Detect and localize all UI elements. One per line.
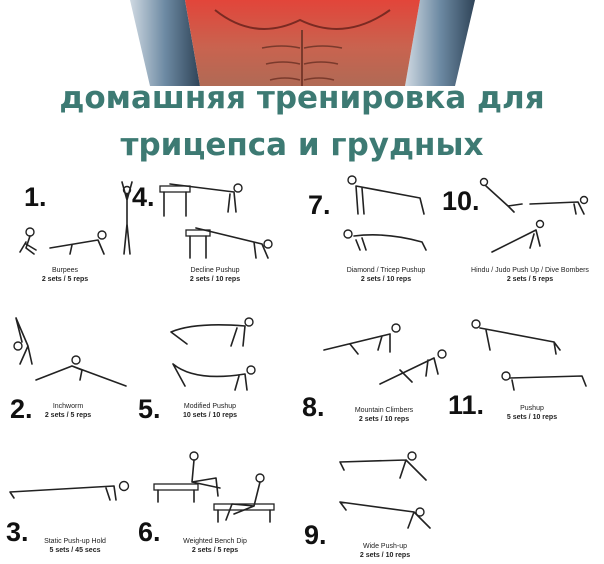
exercise-sets: 5 sets / 10 reps bbox=[506, 414, 558, 421]
mountain-climbers-figure-icon bbox=[323, 323, 447, 385]
exercise-sets: 2 sets / 5 reps bbox=[506, 276, 554, 283]
exercise-number: 7. bbox=[308, 190, 331, 220]
exercise-sets: 2 sets / 10 reps bbox=[358, 416, 410, 423]
exercise-caption: Mountain Climbers 2 sets / 10 reps bbox=[344, 406, 424, 424]
exercise-caption: Burpees 2 sets / 5 reps bbox=[20, 266, 110, 284]
exercise-name: Pushup bbox=[520, 405, 544, 412]
wide-pushup-figure-icon bbox=[339, 451, 431, 529]
weighted-bench-dip-figure-icon bbox=[153, 451, 275, 523]
exercise-number: 5. bbox=[138, 394, 161, 424]
hindu-pushup-figure-icon bbox=[479, 177, 589, 253]
exercise-name: Mountain Climbers bbox=[354, 407, 414, 414]
exercise-name: Burpees bbox=[51, 267, 79, 274]
exercise-name: Hindu / Judo Push Up / Dive Bombers bbox=[471, 267, 589, 274]
exercise-name: Static Push-up Hold bbox=[44, 538, 106, 545]
exercise-number: 11. bbox=[448, 390, 485, 420]
exercise-number: 8. bbox=[302, 392, 325, 422]
exercise-number: 2. bbox=[10, 394, 33, 424]
modified-pushup-figure-icon bbox=[170, 317, 256, 391]
static-pushup-hold-figure-icon bbox=[9, 480, 130, 501]
hero-torso-image bbox=[0, 0, 604, 86]
exercise-name: Diamond / Tricep Pushup bbox=[346, 267, 426, 274]
exercise-caption: Decline Pushup 2 sets / 10 reps bbox=[170, 266, 260, 284]
exercise-sets: 10 sets / 10 reps bbox=[182, 412, 238, 419]
exercise-caption: Modified Pushup 10 sets / 10 reps bbox=[172, 402, 248, 420]
exercise-number: 4. bbox=[132, 182, 155, 212]
exercise-sets: 2 sets / 5 reps bbox=[41, 276, 89, 283]
decline-pushup-figure-icon bbox=[159, 183, 273, 259]
exercise-name: Inchworm bbox=[52, 403, 84, 410]
exercise-sets: 2 sets / 10 reps bbox=[359, 552, 411, 559]
exercise-name: Weighted Bench Dip bbox=[183, 538, 247, 545]
exercise-caption: Weighted Bench Dip 2 sets / 5 reps bbox=[170, 537, 260, 555]
diamond-pushup-figure-icon bbox=[343, 175, 427, 251]
pushup-figure-icon bbox=[471, 319, 587, 391]
exercise-number: 1. bbox=[24, 182, 47, 212]
exercise-name: Modified Pushup bbox=[183, 403, 237, 410]
exercise-caption: Hindu / Judo Push Up / Dive Bombers 2 se… bbox=[470, 266, 590, 284]
inchworm-figure-icon bbox=[13, 317, 127, 387]
page-title-line-2: трицепса и грудных bbox=[120, 127, 484, 163]
exercise-number: 3. bbox=[6, 517, 29, 547]
exercise-sets: 2 sets / 5 reps bbox=[44, 412, 92, 419]
exercise-name: Wide Push-up bbox=[363, 543, 407, 550]
exercise-sets: 2 sets / 10 reps bbox=[189, 276, 241, 283]
exercise-caption: Wide Push-up 2 sets / 10 reps bbox=[345, 542, 425, 560]
burpees-figure-icon bbox=[19, 181, 133, 255]
exercise-number: 10. bbox=[442, 186, 480, 216]
exercise-sets: 5 sets / 45 secs bbox=[49, 547, 101, 554]
exercise-number: 6. bbox=[138, 517, 161, 547]
exercise-sets: 2 sets / 5 reps bbox=[191, 547, 239, 554]
exercise-number: 9. bbox=[304, 520, 327, 550]
exercise-caption: Inchworm 2 sets / 5 reps bbox=[38, 402, 98, 420]
exercise-caption: Pushup 5 sets / 10 reps bbox=[492, 404, 572, 422]
page-title-line-1: домашняя тренировка для bbox=[59, 80, 545, 116]
exercise-caption: Static Push-up Hold 5 sets / 45 secs bbox=[30, 537, 120, 555]
exercise-caption: Diamond / Tricep Pushup 2 sets / 10 reps bbox=[326, 266, 446, 284]
exercise-name: Decline Pushup bbox=[190, 267, 240, 274]
exercise-sets: 2 sets / 10 reps bbox=[360, 276, 412, 283]
